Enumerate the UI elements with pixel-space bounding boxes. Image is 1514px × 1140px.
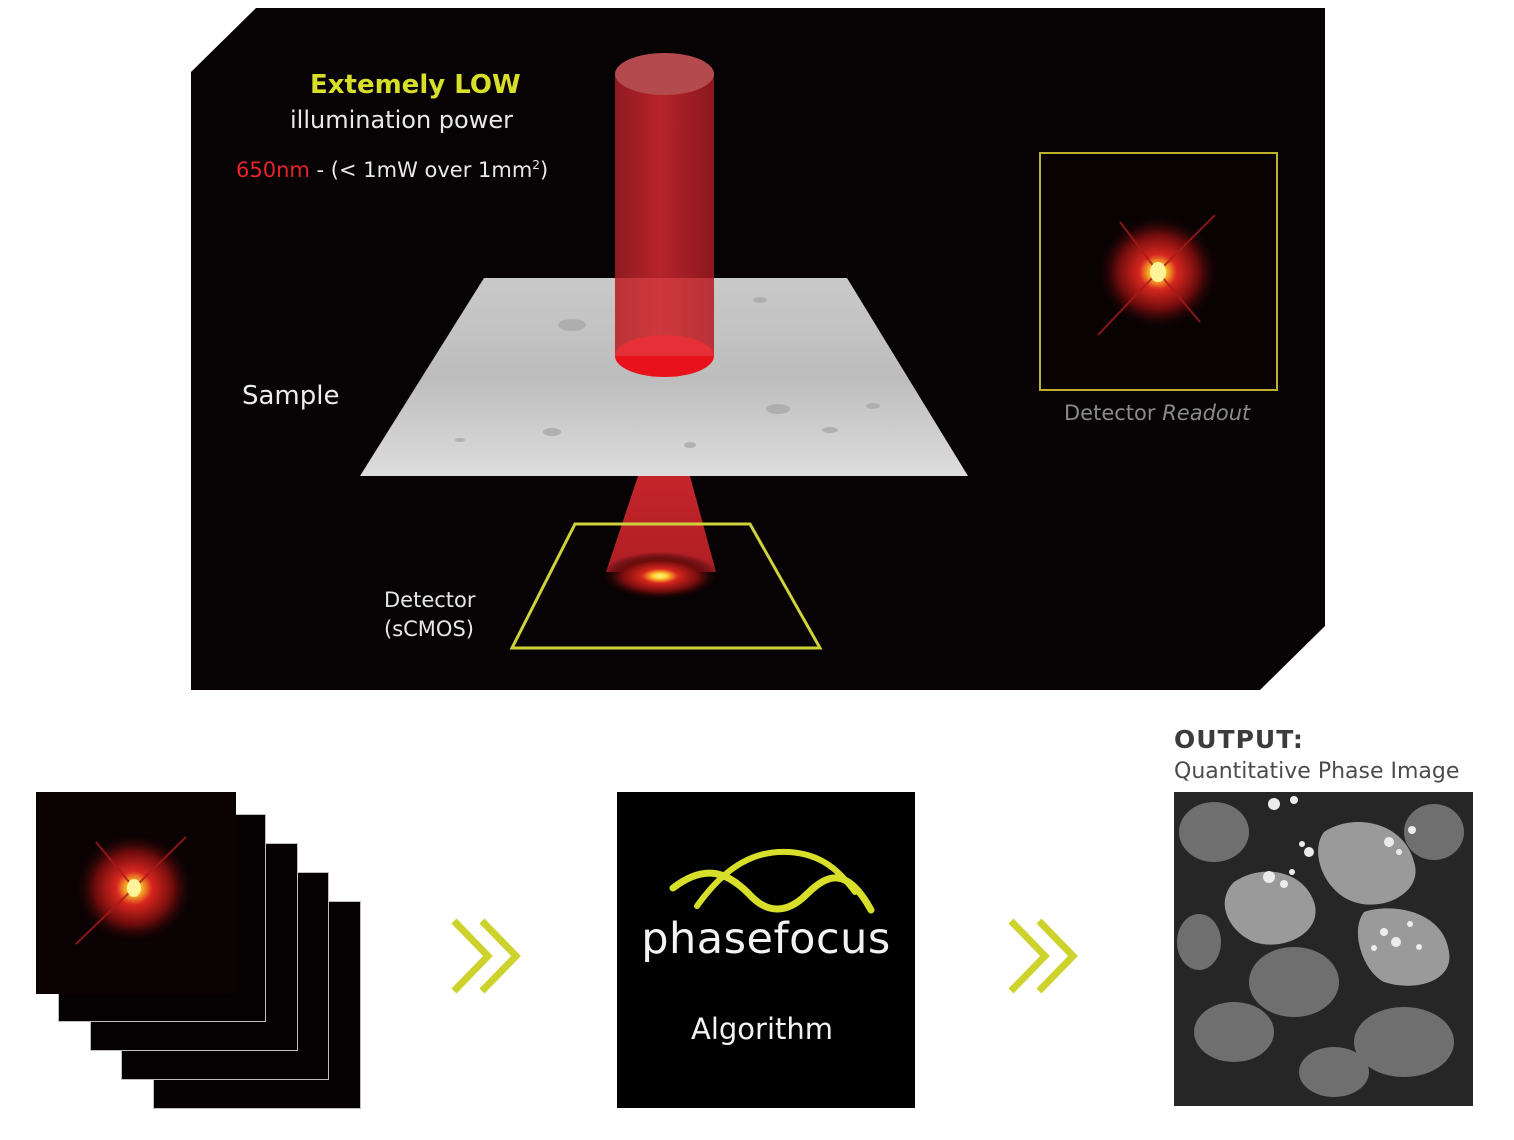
detector-speckle	[600, 552, 720, 600]
diffraction-frame-1	[36, 792, 236, 994]
illumination-subtitle: illumination power	[290, 106, 513, 134]
power-spec: 650nm - (< 1mW over 1mm2)	[236, 158, 548, 182]
readout-label-italic: Readout	[1162, 401, 1251, 425]
sample-label: Sample	[242, 381, 340, 411]
algorithm-label: Algorithm	[690, 1012, 834, 1046]
output-subtitle: Quantitative Phase Image	[1174, 759, 1460, 784]
frame-speckle	[74, 832, 194, 945]
algorithm-box: phasefocus Algorithm	[617, 792, 915, 1108]
phasefocus-wave-logo	[669, 848, 875, 914]
phase-image	[1174, 792, 1473, 1106]
detector-outline	[509, 522, 823, 650]
sample-plate	[360, 278, 968, 476]
detector-label-line1: Detector	[384, 588, 476, 612]
detector-label-line2: (sCMOS)	[384, 617, 474, 641]
arrow-icon	[451, 918, 521, 994]
illumination-diagram	[191, 8, 1325, 690]
brand-name: phasefocus	[641, 914, 891, 964]
power-note: - (< 1mW over 1mm	[309, 158, 533, 182]
laser-beam-top	[615, 53, 714, 95]
sample-cells	[455, 297, 880, 448]
power-close: )	[539, 158, 549, 182]
readout-label-plain: Detector	[1064, 401, 1163, 425]
detector-label: Detector (sCMOS)	[384, 586, 476, 644]
output-title: OUTPUT:	[1174, 725, 1304, 754]
illumination-title: Extemely LOW	[310, 70, 521, 100]
arrow-icon	[1008, 918, 1078, 994]
wavelength-value: 650nm	[236, 158, 310, 182]
power-superscript: 2	[532, 158, 540, 172]
readout-label: Detector Readout	[1064, 401, 1250, 425]
